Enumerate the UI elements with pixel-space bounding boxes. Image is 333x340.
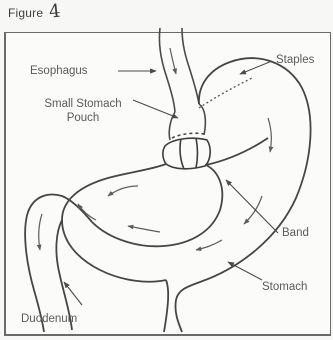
label-band: Band xyxy=(282,226,309,240)
label-staples: Staples xyxy=(276,53,314,67)
label-small-pouch: Small Stomach Pouch xyxy=(34,97,132,125)
label-stomach: Stomach xyxy=(262,280,307,294)
gastric-band xyxy=(163,138,210,169)
label-esophagus: Esophagus xyxy=(30,64,88,78)
flow-arrows xyxy=(39,48,272,250)
esophagus-shape xyxy=(159,28,199,112)
staple-line xyxy=(199,78,252,108)
label-small-pouch-line1: Small Stomach xyxy=(34,97,132,111)
label-small-pouch-line2: Pouch xyxy=(34,111,132,125)
label-duodenum: Duodenum xyxy=(21,312,77,326)
